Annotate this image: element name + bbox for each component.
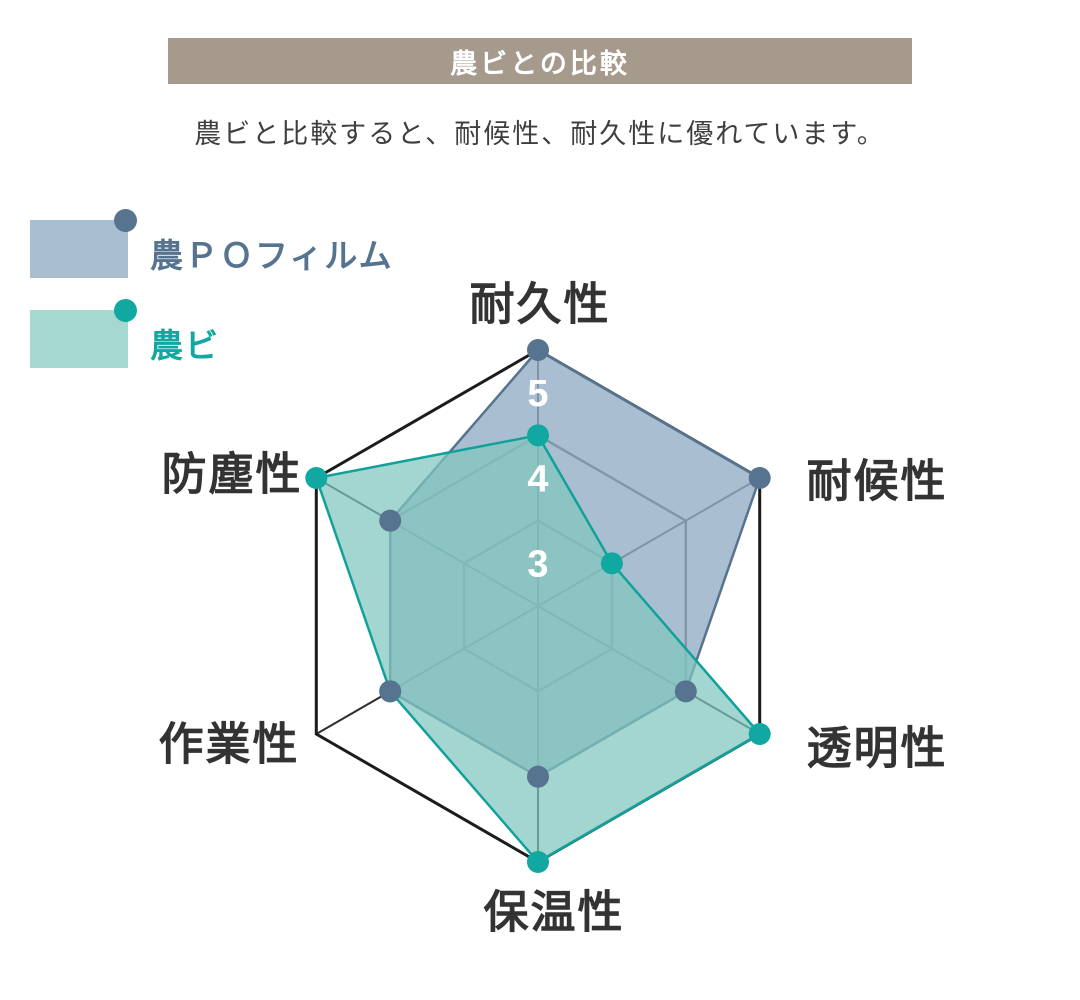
section-title: 農ビとの比較 <box>450 48 630 79</box>
ring-label-3: 3 <box>527 544 548 586</box>
axis-label-durability: 耐久性 <box>469 278 611 330</box>
radar-point <box>600 552 623 575</box>
radar-point <box>379 680 402 703</box>
radar-point <box>527 765 549 788</box>
radar-point <box>674 680 697 703</box>
legend-label-po-film: 農ＰＯフィルム <box>150 237 394 274</box>
radar-point <box>527 851 549 873</box>
ring-label-4: 4 <box>527 458 548 500</box>
radar-point <box>379 509 402 532</box>
axis-label-dust-resistance: 防塵性 <box>161 448 303 500</box>
legend-label-nobi: 農ビ <box>150 327 220 364</box>
axis-label-heat-retention: 保温性 <box>483 886 625 938</box>
radar-point <box>748 467 771 489</box>
legend-item-nobi: 農ビ <box>30 299 450 370</box>
ring-label-5: 5 <box>527 373 548 415</box>
axis-label-transparency: 透明性 <box>806 722 948 774</box>
axis-label-weather-resistance: 耐候性 <box>806 455 948 507</box>
legend-swatch-po-film <box>30 220 128 278</box>
section-title-banner: 農ビとの比較 <box>168 38 912 84</box>
radar-point <box>527 339 549 361</box>
legend-marker-po-film <box>114 209 137 232</box>
legend-marker-nobi <box>114 299 137 322</box>
axis-label-workability: 作業性 <box>158 718 300 770</box>
legend-swatch-nobi <box>30 310 128 368</box>
subtitle: 農ビと比較すると、耐候性、耐久性に優れています。 <box>194 119 886 149</box>
legend-item-po-film: 農ＰＯフィルム <box>30 209 450 280</box>
radar-point <box>527 424 549 447</box>
radar-point <box>748 723 771 745</box>
radar-point <box>305 467 328 489</box>
